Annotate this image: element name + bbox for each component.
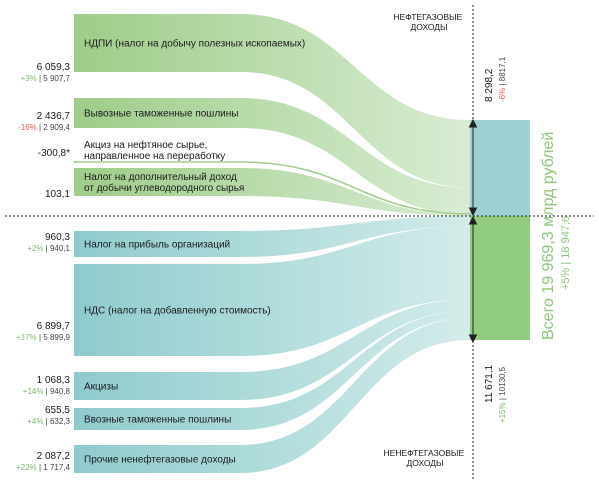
- flow-cap: [74, 168, 76, 196]
- flow-band: [76, 299, 470, 400]
- flow-band: [76, 161, 471, 215]
- labels-layer: НДПИ (налог на добычу полезных ископаемы…: [16, 38, 305, 473]
- flow-value: 2 087,2: [37, 451, 71, 462]
- flow-value: 6 059,3: [37, 62, 71, 73]
- flow-label: Акциз на нефтяное сырье,направленное на …: [84, 139, 225, 162]
- flow-value: -300,8*: [38, 148, 70, 159]
- flow-cap: [74, 231, 76, 257]
- flow-cap: [74, 161, 76, 163]
- oil-total-bar: [470, 120, 530, 216]
- grand-total-change: +5% | 18 947,6: [560, 216, 572, 290]
- flow-cap: [74, 408, 76, 430]
- flow-value: 6 899,7: [37, 321, 71, 332]
- flow-band: [76, 168, 470, 216]
- flow-value: 655,5: [45, 405, 70, 416]
- flow-change: +4% | 632,3: [27, 417, 70, 426]
- flow-change: +2% | 940,1: [27, 244, 70, 253]
- flow-value: 103,1: [45, 189, 70, 200]
- flow-band: [76, 98, 470, 215]
- flow-cap: [74, 372, 76, 400]
- flow-label: НДПИ (налог на добычу полезных ископаемы…: [84, 38, 305, 50]
- oil-total-value: 8 298,2: [484, 68, 495, 102]
- flow-value: 960,3: [45, 232, 70, 243]
- flow-change: +17% | 5 899,9: [16, 333, 70, 342]
- oil-span-arrow: [468, 118, 478, 217]
- flows-layer: [74, 14, 471, 473]
- flow-label: Вывозные таможенные пошлины: [84, 109, 238, 120]
- grand-total-label: Всего 19 969,3 млрд рублей: [540, 132, 557, 340]
- flow-band: [76, 310, 470, 430]
- nonoil-total-bar: [470, 216, 530, 340]
- bars-layer: [470, 120, 530, 340]
- flow-band: [76, 14, 470, 188]
- flow-label: Налог на прибыль организаций: [84, 239, 230, 251]
- flow-change: +22% | 1 717,4: [16, 463, 70, 472]
- flow-value: 2 436,7: [37, 111, 71, 122]
- flow-band: [76, 226, 470, 356]
- flow-label: НДС (налог на добавленную стоимость): [84, 305, 271, 317]
- nonoil-total-value: 11 671,1: [484, 364, 495, 403]
- flow-label: Ввозные таможенные пошлины: [84, 415, 231, 426]
- flow-label: Акцизы: [84, 382, 118, 393]
- flow-change: +3% | 5 907,7: [21, 74, 71, 83]
- flow-change: -16% | 2 909,4: [18, 123, 70, 132]
- flow-band: [76, 216, 470, 257]
- oil-group-label: НЕФТЕГАЗОВЫЕ ДОХОДЫ: [393, 12, 464, 32]
- flow-cap: [74, 14, 76, 72]
- flow-cap: [74, 264, 76, 356]
- nonoil-span-arrow: [468, 215, 478, 344]
- flow-band: [76, 317, 470, 473]
- nonoil-group-label: НЕНЕФТЕГАЗОВЫЕ ДОХОДЫ: [384, 448, 467, 468]
- oil-total-change: -6% | 8817,1: [498, 56, 507, 102]
- flow-cap: [74, 445, 76, 473]
- flow-label: Прочие ненефтегазовые доходы: [84, 454, 236, 466]
- flow-cap: [74, 98, 76, 128]
- flow-change: +14% | 940,8: [23, 387, 71, 396]
- flow-value: 1 068,3: [37, 375, 71, 386]
- nonoil-total-change: +15% | 10130,5: [498, 366, 507, 423]
